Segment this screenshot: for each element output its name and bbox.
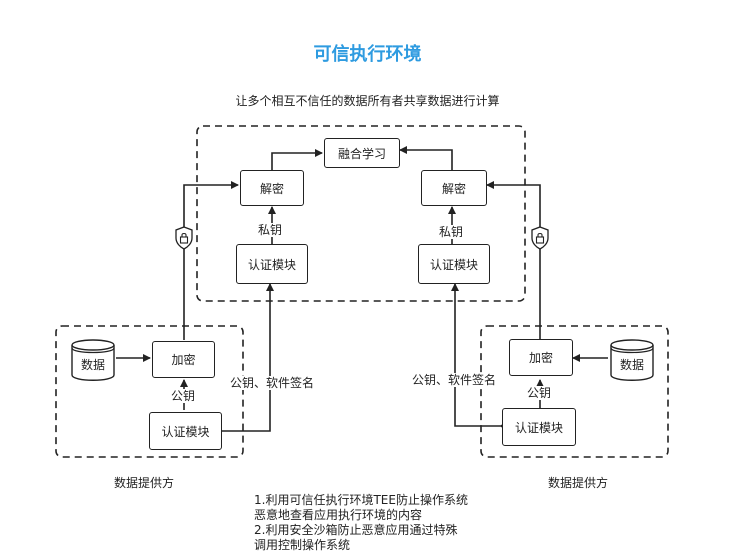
diagram-title: 可信执行环境 — [313, 44, 422, 65]
left-tee-auth-box: 认证模块 — [236, 244, 308, 284]
note-line: 2.利用安全沙箱防止恶意应用通过特殊 — [254, 523, 458, 537]
edge-left-pubkey-sig — [215, 283, 274, 435]
edge-left-encrypt-decrypt — [183, 181, 239, 340]
left-private-key-label: 私钥 — [258, 223, 283, 237]
right-database-icon — [610, 339, 654, 381]
left-pubkey-sig-label: 公钥、软件签名 — [230, 376, 315, 390]
left-decrypt-box: 解密 — [240, 170, 304, 206]
right-private-key-label: 私钥 — [439, 225, 464, 239]
note-line: 调用控制操作系统 — [254, 538, 351, 552]
left-encrypt-box: 加密 — [152, 341, 215, 378]
edge-left-decrypt-fusion — [271, 149, 323, 170]
left-public-key-label: 公钥 — [171, 389, 196, 403]
right-tee-auth-box: 认证模块 — [418, 244, 490, 284]
fusion-learning-box: 融合学习 — [324, 138, 400, 168]
left-data-cylinder: 数据 — [70, 338, 116, 382]
edge-right-encrypt-decrypt — [486, 181, 541, 340]
left-lock-icon — [175, 226, 193, 250]
right-data-cylinder: 数据 — [609, 338, 655, 382]
note-line: 1.利用可信任执行环境TEE防止操作系统 — [254, 493, 468, 507]
note-line: 恶意地查看应用执行环境的内容 — [254, 508, 423, 522]
tee-region — [196, 125, 526, 302]
right-pubkey-sig-label: 公钥、软件签名 — [412, 373, 497, 387]
edge-right-decrypt-fusion — [399, 146, 453, 170]
right-decrypt-box: 解密 — [421, 170, 487, 206]
right-data-label: 数据 — [619, 358, 644, 372]
right-public-key-label: 公钥 — [527, 386, 552, 400]
edge-right-pubkey-sig — [451, 283, 507, 430]
right-encrypt-box: 加密 — [509, 339, 573, 376]
notes-block: 1.利用可信任执行环境TEE防止操作系统 恶意地查看应用执行环境的内容 2.利用… — [254, 493, 468, 553]
right-provider-auth-box: 认证模块 — [502, 408, 576, 446]
left-provider-auth-box: 认证模块 — [149, 412, 222, 450]
left-data-label: 数据 — [80, 358, 105, 372]
right-provider-name: 数据提供方 — [548, 476, 609, 490]
left-database-icon — [71, 339, 115, 381]
right-lock-icon — [531, 226, 549, 250]
diagram-subtitle: 让多个相互不信任的数据所有者共享数据进行计算 — [235, 94, 500, 108]
left-provider-name: 数据提供方 — [114, 476, 175, 490]
